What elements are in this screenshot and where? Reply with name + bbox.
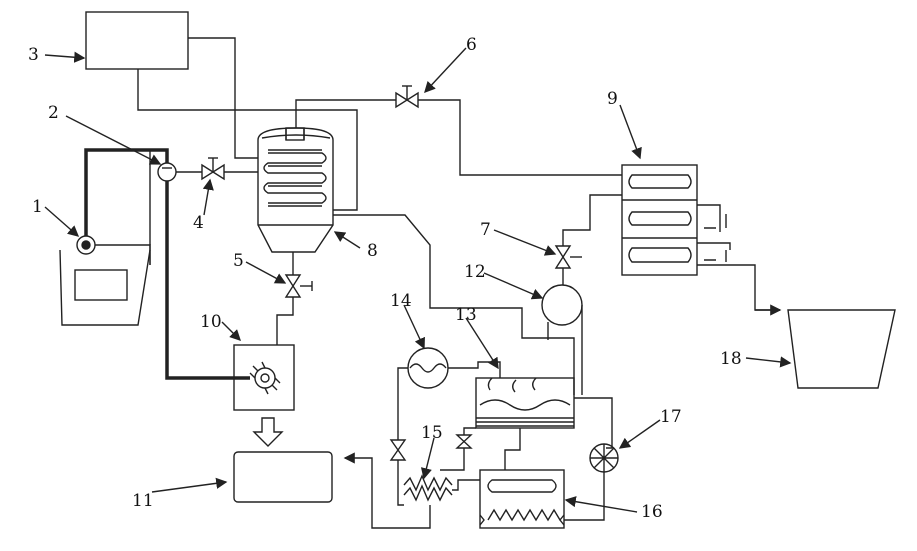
- separator-12: [542, 285, 582, 325]
- top-tank-box: [86, 12, 188, 69]
- label-6: 6: [466, 36, 477, 54]
- label-2: 2: [48, 104, 59, 122]
- label-3: 3: [28, 46, 39, 64]
- label-11: 11: [132, 492, 154, 510]
- feed-tank-window: [75, 270, 127, 300]
- discharge-arrow: [254, 418, 282, 446]
- heat-exchanger-14: [408, 348, 448, 388]
- label-17: 17: [660, 408, 682, 426]
- label-13: 13: [455, 306, 477, 324]
- collection-tank-18: [788, 310, 895, 388]
- coil-15: [404, 486, 452, 500]
- label-8: 8: [367, 242, 378, 260]
- valve-13-inlet: [457, 435, 471, 448]
- label-10: 10: [200, 313, 222, 331]
- feed-tank: [60, 250, 150, 325]
- pump-2: [158, 163, 176, 181]
- pipe-thick-loop: [86, 150, 250, 378]
- reactor-coil: [264, 153, 326, 203]
- label-16: 16: [641, 503, 663, 521]
- label-15: 15: [421, 424, 443, 442]
- valve-7: [556, 246, 570, 268]
- product-box-11: [234, 452, 332, 502]
- label-4: 4: [193, 214, 204, 232]
- reactor-vessel: [258, 128, 333, 252]
- label-14: 14: [390, 292, 412, 310]
- label-12: 12: [464, 263, 486, 281]
- label-7: 7: [480, 221, 491, 239]
- dryer-13: [476, 378, 574, 428]
- evaporator-16: [480, 470, 564, 528]
- valve-5: [286, 275, 300, 297]
- condenser-9: [622, 165, 697, 275]
- label-18: 18: [720, 350, 742, 368]
- label-1: 1: [32, 198, 43, 216]
- label-5: 5: [233, 252, 244, 270]
- label-9: 9: [607, 90, 618, 108]
- valve-left-loop: [391, 440, 405, 460]
